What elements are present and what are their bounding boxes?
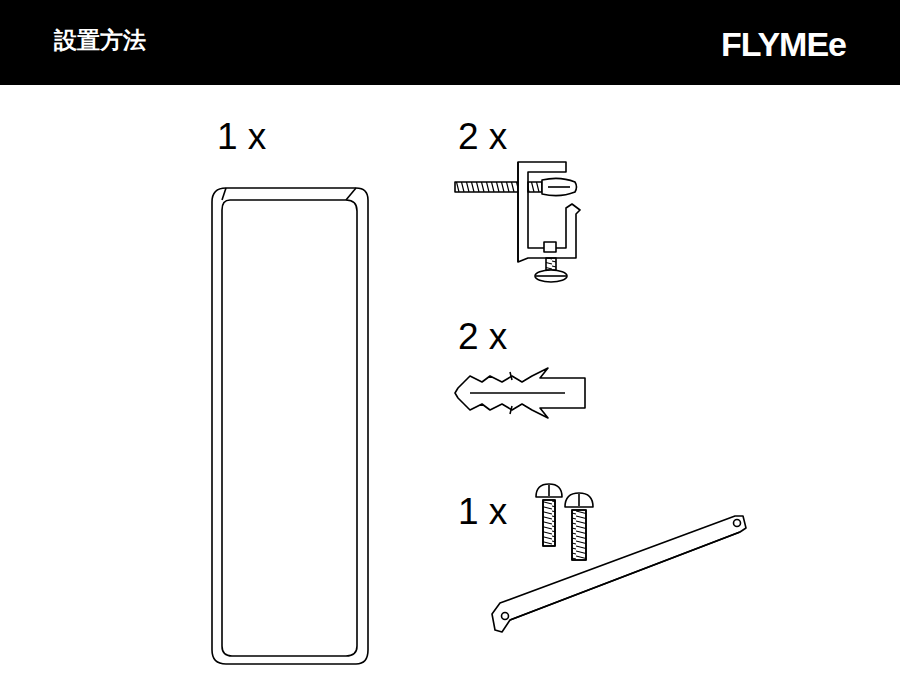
quantity-label: 2 x	[458, 118, 507, 155]
mirror	[212, 188, 368, 664]
brand-logo: FLYMEe	[721, 27, 846, 61]
quantity-label: 1 x	[458, 493, 507, 530]
screws	[536, 484, 593, 560]
page-title: 設置方法	[54, 29, 146, 52]
wall-bar	[492, 516, 746, 632]
clamp-bracket	[455, 162, 580, 282]
quantity-label: 2 x	[458, 318, 507, 355]
quantity-label: 1 x	[217, 118, 266, 155]
wall-plug	[455, 368, 585, 418]
